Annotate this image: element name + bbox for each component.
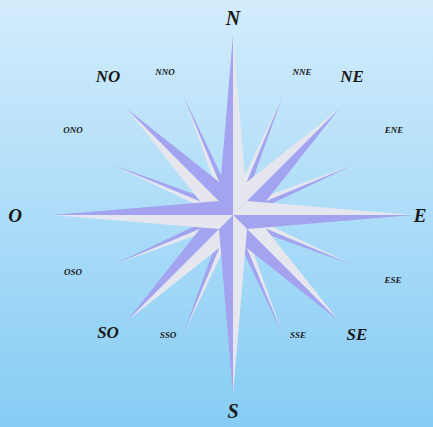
- direction-label: SE: [347, 326, 368, 343]
- direction-label: SSO: [160, 331, 177, 340]
- direction-label: SO: [97, 324, 119, 341]
- direction-label: NE: [340, 68, 364, 85]
- direction-label: ESE: [384, 276, 401, 285]
- direction-label: O: [8, 206, 22, 225]
- direction-label: NNE: [292, 68, 311, 77]
- direction-label: ONO: [63, 126, 83, 135]
- direction-label: SSE: [290, 331, 306, 340]
- direction-label: NNO: [155, 68, 175, 77]
- direction-label: NO: [96, 68, 121, 85]
- cardinal-points: [53, 35, 413, 395]
- direction-label: OSO: [64, 268, 82, 277]
- direction-label: E: [414, 206, 427, 225]
- direction-label: S: [227, 401, 238, 421]
- direction-label: ENE: [385, 126, 404, 135]
- direction-label: N: [226, 8, 240, 28]
